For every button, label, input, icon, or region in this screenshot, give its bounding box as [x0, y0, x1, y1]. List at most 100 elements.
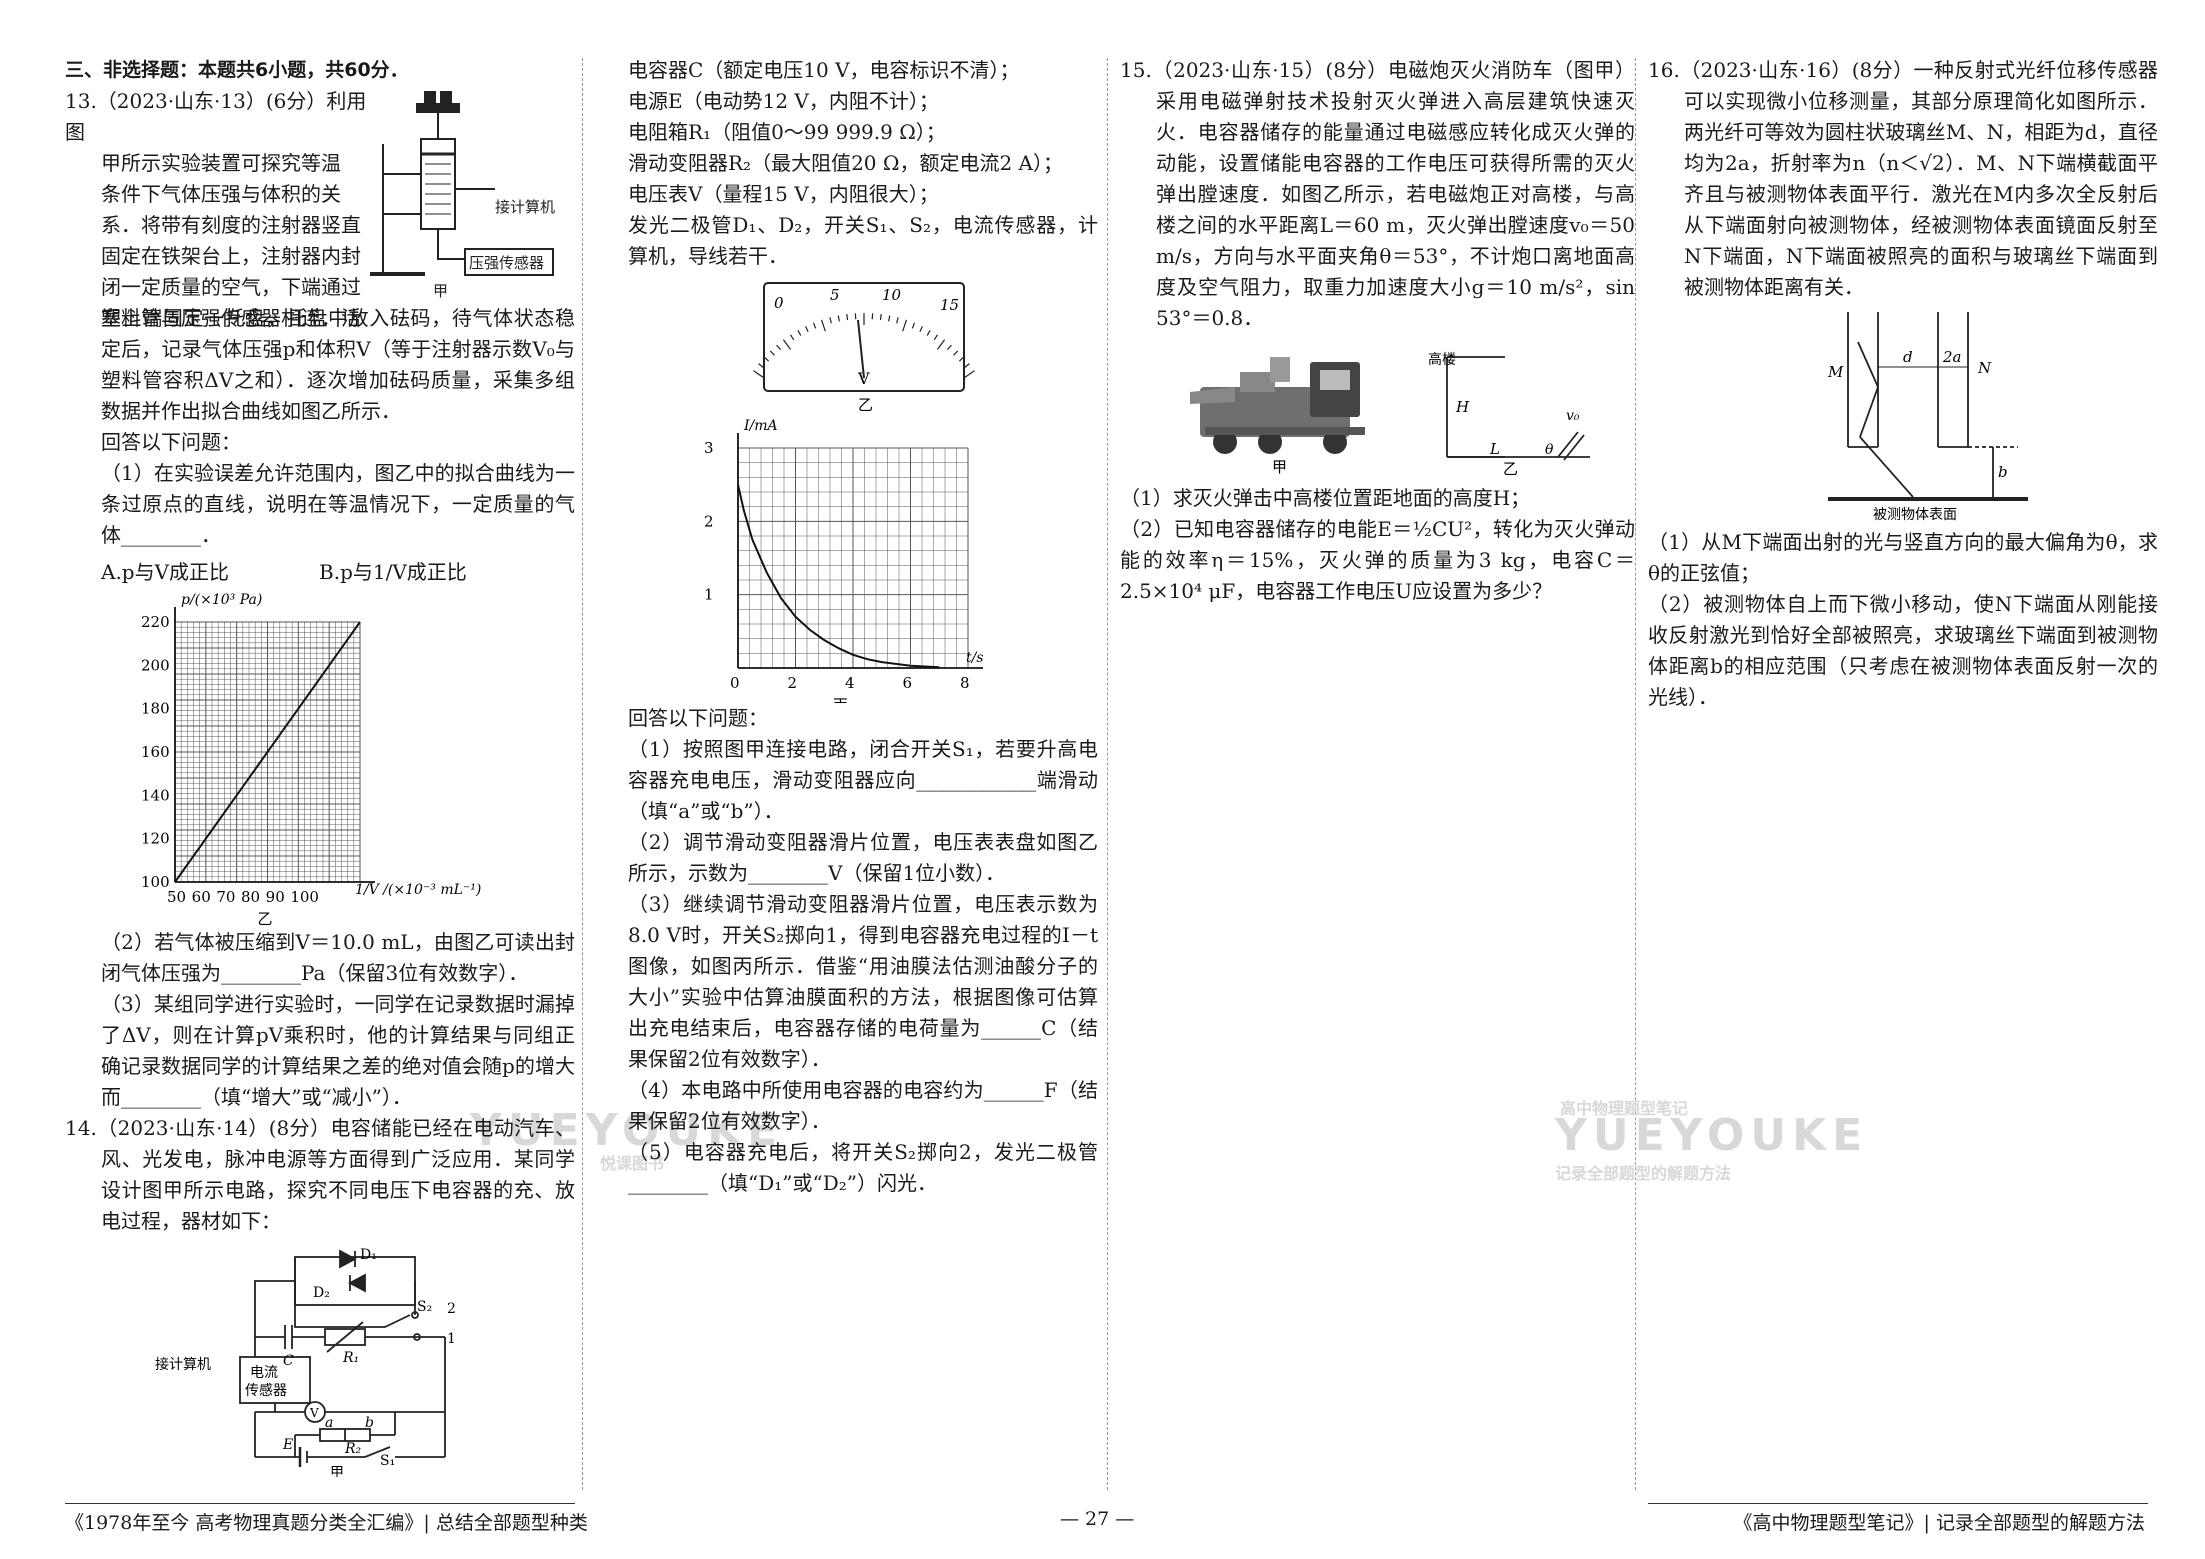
q13-head-lines: 13.（2023·山东·13）(6分）利用图 甲所示实验装置可探究等温 条件下气… — [65, 86, 370, 334]
fig-caption-jia: 甲 — [1272, 458, 1287, 476]
label-2a: 2a — [1942, 348, 1962, 366]
x-tick-label: 80 — [241, 888, 260, 906]
x-tick-label: 100 — [290, 888, 319, 906]
dial-tick-10: 10 — [882, 286, 902, 304]
q16-part1: （1）从M下端面出射的光与竖直方向的最大偏角为θ，求θ的正弦值； — [1648, 530, 2158, 585]
fig-sensor-label: 压强传感器 — [469, 254, 544, 272]
label-b: b — [365, 1415, 374, 1431]
label-2: 2 — [447, 1301, 456, 1317]
x-tick-label: 6 — [903, 674, 913, 692]
x-axis-label: t/s — [966, 650, 984, 666]
dial-tick — [776, 344, 781, 351]
column-divider — [1107, 58, 1108, 1490]
label-r2: R₂ — [344, 1441, 362, 1457]
footer-rule — [65, 1503, 575, 1504]
label-s2: S₂ — [417, 1299, 432, 1315]
dial-tick — [888, 315, 891, 322]
option-a: A.p与V成正比 — [101, 560, 230, 584]
q14-part5: （5）电容器充电后，将开关S₂掷向2，发光二极管________（填“D₁”或“… — [628, 1140, 1098, 1195]
fire-truck-figure: 甲 高楼 H L θ v₀ 乙 — [1190, 351, 1590, 477]
dial-tick — [926, 330, 931, 336]
page-number: — 27 — — [1060, 1508, 1135, 1530]
option-b: B.p与1/V成正比 — [319, 560, 467, 584]
series-line — [737, 484, 940, 669]
circuit-diagram: D₁ D₂ S₂ 2 1 C R₁ 电流 传感器 接计算机 V a b R₂ S… — [155, 1247, 456, 1477]
q15-body: 15.（2023·山东·15）(8分）电磁炮灭火消防车（图甲）采用电磁弹射技术投… — [1120, 58, 1635, 330]
equipment-item: 滑动变阻器R₂（最大阻值20 Ω，额定电流2 A）； — [628, 151, 1063, 175]
syringe-apparatus-figure: 接计算机 压强传感器 甲 — [370, 91, 555, 300]
dial-tick — [820, 319, 826, 332]
label-e: E — [282, 1437, 293, 1453]
column-3: 15.（2023·山东·15）(8分）电磁炮灭火消防车（图甲）采用电磁弹射技术投… — [1120, 55, 1635, 607]
dial-tick — [933, 334, 939, 341]
q13-part1: （1）在实验误差允许范围内，图乙中的拟合曲线为一条过原点的直线，说明在等温情况下… — [101, 461, 575, 547]
y-tick-label: 2 — [704, 512, 714, 530]
dial-tick — [911, 322, 916, 329]
q14-part4: （4）本电路中所使用电容器的电容约为______F（结果保留2位有效数字）． — [628, 1078, 1098, 1133]
dial-tick — [812, 322, 817, 329]
chart-caption: 丙 — [833, 696, 848, 703]
q14-body: 14.（2023·山东·14）(8分）电容储能已经在电动汽车、风、光发电，脉冲电… — [65, 1116, 575, 1233]
y-tick-label: 120 — [141, 830, 170, 848]
equipment-item: 电容器C（额定电压10 V，电容标识不清）； — [628, 58, 1020, 82]
footer-rule — [1648, 1503, 2148, 1504]
y-axis-label: p/(×10³ Pa) — [181, 592, 262, 608]
y-tick-label: 160 — [141, 743, 170, 761]
dial-tick — [804, 326, 809, 332]
fig-caption: 甲 — [433, 282, 448, 300]
equipment-item: 电压表V（量程15 V，内阻很大）； — [628, 182, 939, 206]
dial-tick — [902, 319, 908, 332]
circuit-caption: 甲 — [330, 1465, 344, 1477]
x-tick-label: 2 — [788, 674, 798, 692]
label-surface: 被测物体表面 — [1873, 507, 1957, 523]
text-line: 甲所示实验装置可探究等温 — [101, 151, 341, 175]
q15-part1: （1）求灭火弹击中高楼位置距地面的高度H； — [1120, 486, 1531, 510]
fig-theta-label: θ — [1545, 442, 1554, 458]
label-n: N — [1977, 359, 1992, 377]
chart-caption: 乙 — [258, 910, 273, 927]
watermark-sub: 记录全部题型的解题方法 — [1555, 1164, 1732, 1183]
sensor-label-2: 传感器 — [245, 1382, 287, 1399]
fig-v0-label: v₀ — [1566, 408, 1580, 424]
q14-part1: （1）按照图甲连接电路，闭合开关S₁，若要升高电容器充电电压，滑动变阻器应向__… — [628, 737, 1098, 823]
x-tick-label: 70 — [216, 888, 235, 906]
q14-part3: （3）继续调节滑动变阻器滑片位置，电压表示数为8.0 V时，开关S₂掷向1，得到… — [628, 892, 1098, 1071]
x-tick-label: 4 — [845, 674, 855, 692]
text-line: 条件下气体压强与体积的关 — [101, 182, 341, 206]
dial-tick-15: 15 — [940, 296, 959, 314]
text-line: 塑料管与压强传感器相连．活 — [101, 306, 361, 330]
equipment-item: 电源E（电动势12 V，内阻不计）； — [628, 89, 939, 113]
dial-tick — [758, 363, 764, 368]
answer-intro: 回答以下问题： — [101, 430, 241, 454]
dial-unit: V — [857, 369, 870, 388]
y-tick-label: 180 — [141, 700, 170, 718]
equipment-item: 发光二极管D₁、D₂，开关S₁、S₂，电流传感器，计算机，导线若干． — [628, 213, 1098, 268]
column-2: 电容器C（额定电压10 V，电容标识不清）； 电源E（电动势12 V，内阻不计）… — [628, 55, 1098, 1199]
dial-needle — [857, 319, 865, 379]
dial-tick — [953, 350, 959, 356]
y-tick-label: 1 — [704, 586, 714, 604]
watermark-slogan: 高中物理题型笔记 — [1560, 1099, 1689, 1118]
dial-tick — [782, 339, 792, 350]
y-tick-label: 220 — [141, 613, 170, 631]
label-s1: S₁ — [380, 1453, 395, 1469]
label-1: 1 — [447, 1331, 456, 1347]
y-axis-label: I/mA — [743, 418, 778, 434]
x-axis-label: 1/V /(×10⁻³ mL⁻¹) — [355, 882, 481, 898]
dial-tick — [763, 356, 770, 362]
fig-caption-yi: 乙 — [1503, 460, 1518, 477]
y-tick-label: 200 — [141, 656, 170, 674]
fig-building-label: 高楼 — [1428, 351, 1456, 368]
dial-tick — [919, 326, 924, 332]
text-line: 13.（2023·山东·13）(6分）利用图 — [65, 89, 367, 144]
q13-intro: 13.（2023·山东·13）(6分）利用图 甲所示实验装置可探究等温 条件下气… — [65, 86, 575, 330]
fig-l-label: L — [1489, 440, 1500, 458]
dial-tick — [964, 370, 975, 378]
dial-tick — [896, 317, 899, 324]
fig-h-label: H — [1455, 398, 1470, 416]
dial-tick — [829, 317, 832, 324]
dial-tick — [753, 370, 764, 378]
label-c: C — [283, 1353, 294, 1369]
q16-body: 16.（2023·山东·16）(8分）一种反射式光纤位移传感器可以实现微小位移测… — [1648, 58, 2158, 299]
dial-tick — [958, 356, 965, 362]
